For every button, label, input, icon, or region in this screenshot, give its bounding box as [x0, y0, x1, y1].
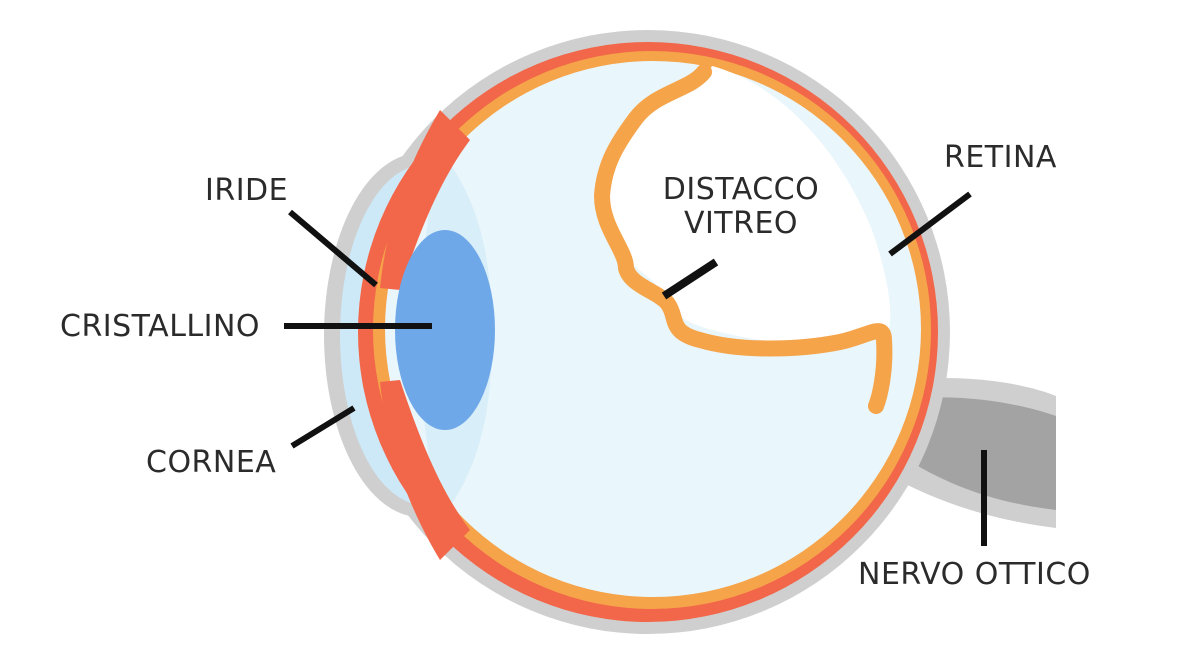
leader-line-distacco-vitreo [661, 258, 719, 300]
iris-lower [380, 380, 470, 560]
detached-vitreous-membrane [594, 64, 893, 414]
label-cornea: CORNEA [146, 445, 277, 480]
leader-line-cornea [290, 405, 356, 449]
label-distacco-line2: VITREO [683, 206, 799, 241]
label-iride: IRIDE [205, 173, 289, 208]
lens [395, 230, 495, 430]
label-distacco-vitreo: DISTACCO VITREO [648, 173, 834, 241]
iris-upper [380, 110, 470, 290]
label-retina: RETINA [944, 140, 1057, 175]
label-nervo-ottico: NERVO OTTICO [858, 557, 1091, 592]
label-cristallino: CRISTALLINO [60, 309, 261, 344]
label-distacco-line1: DISTACCO [662, 172, 820, 207]
leader-line-iride [288, 209, 378, 288]
leader-line-retina [888, 191, 972, 257]
detached-region [605, 66, 891, 346]
